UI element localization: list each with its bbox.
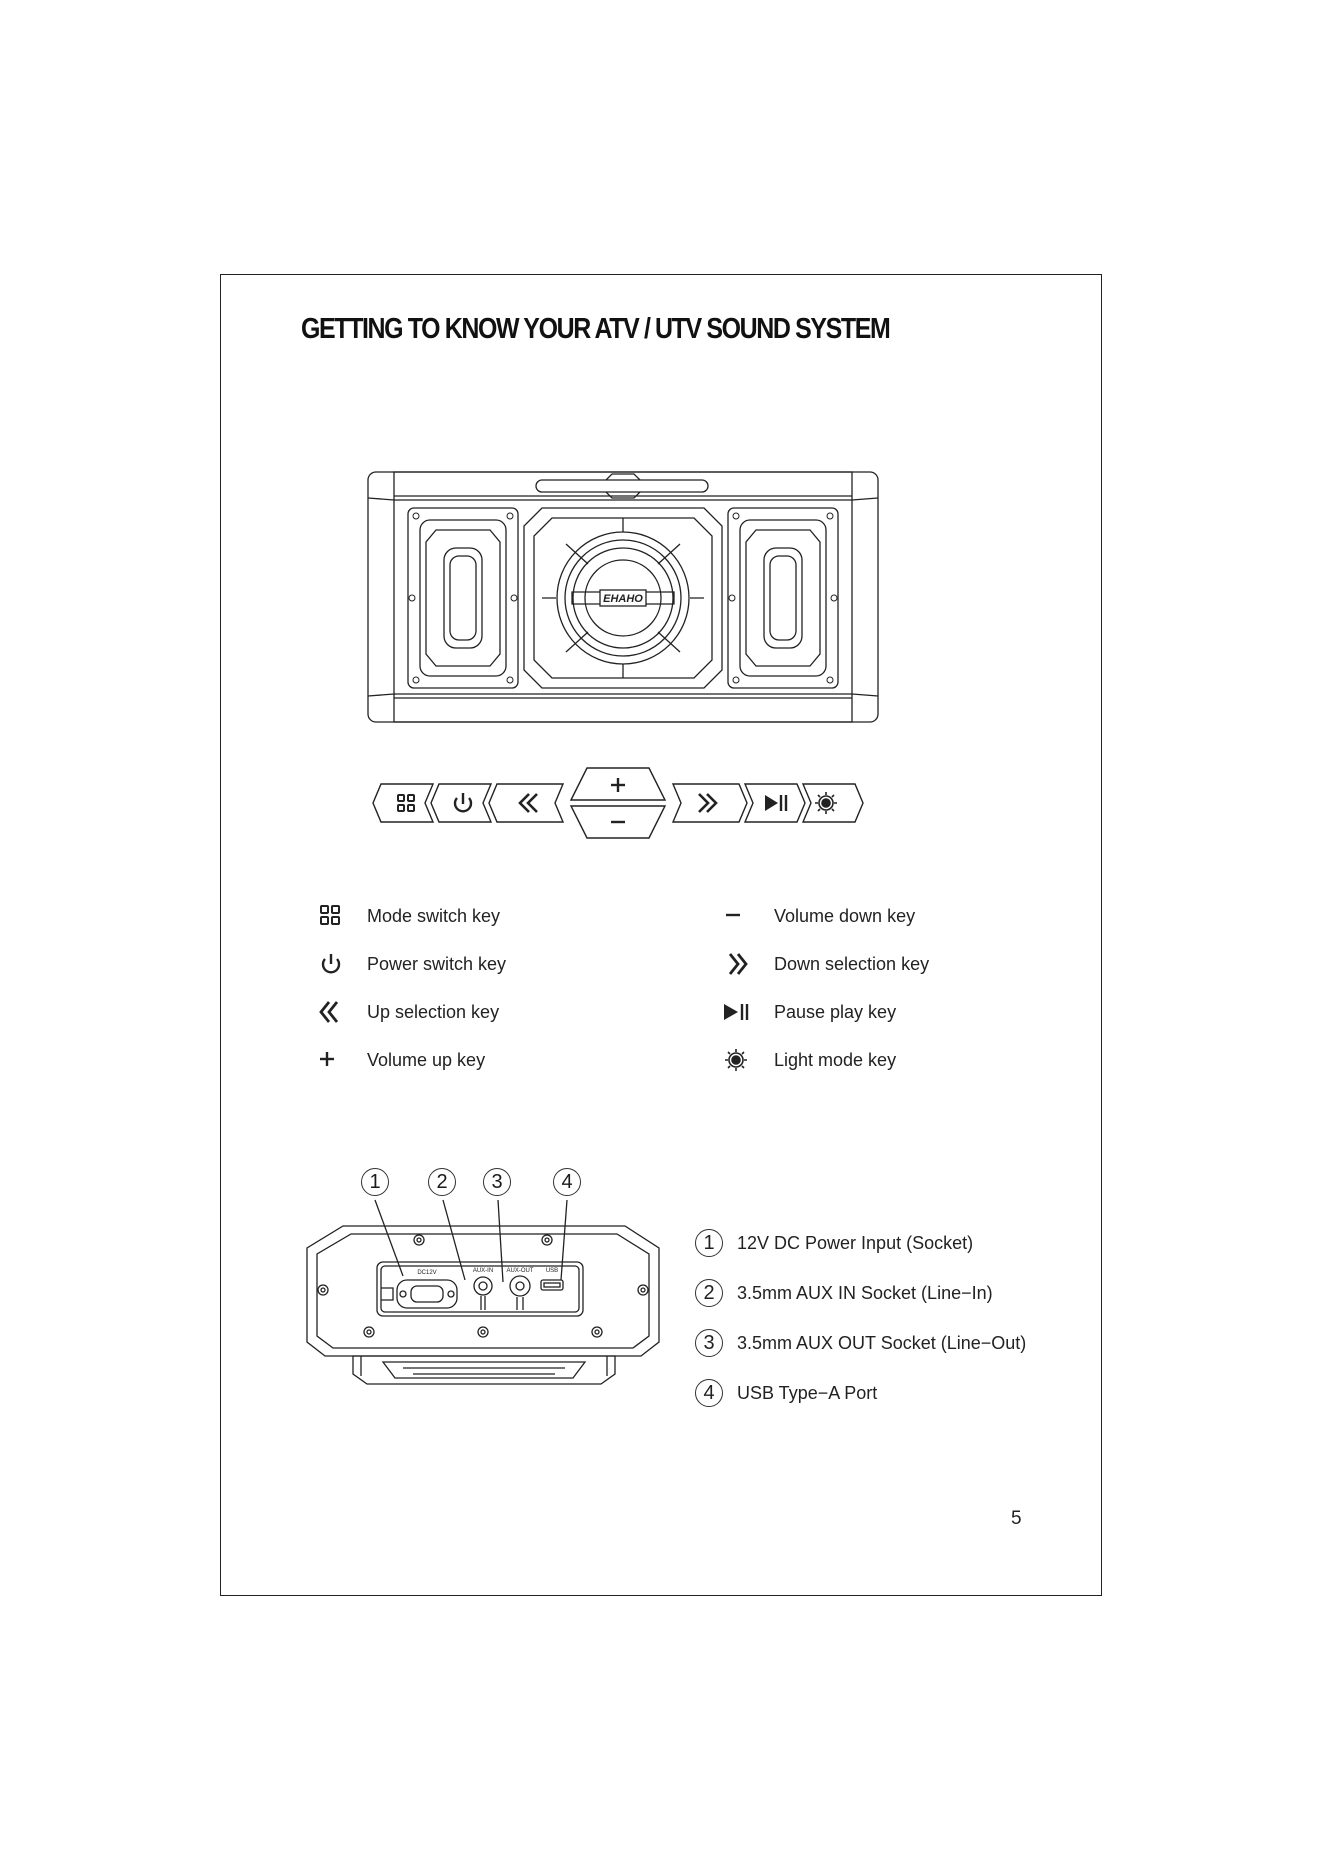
- key-label: Mode switch key: [367, 905, 501, 926]
- port-number: 1: [695, 1229, 723, 1257]
- callout-1: 1: [361, 1168, 389, 1196]
- double-chevron-right-icon: [728, 953, 748, 975]
- page-frame: [220, 274, 1102, 1596]
- strip-next-icon[interactable]: [698, 793, 718, 813]
- port-legend-2: 2 3.5mm AUX IN Socket (Line−In): [695, 1279, 993, 1307]
- strip-power-icon[interactable]: [453, 793, 473, 813]
- callout-2: 2: [428, 1168, 456, 1196]
- key-legend-down-selection: Down selection key: [724, 950, 929, 978]
- key-label: Down selection key: [774, 953, 930, 974]
- port-label: 12V DC Power Input (Socket): [737, 1232, 974, 1253]
- port-label: 3.5mm AUX IN Socket (Line−In): [737, 1282, 993, 1303]
- port-number: 2: [695, 1279, 723, 1307]
- port-number: 3: [695, 1329, 723, 1357]
- key-label: Volume down key: [774, 905, 916, 926]
- minus-icon: [726, 913, 740, 917]
- page-number: 5: [1011, 1508, 1022, 1529]
- double-chevron-left-icon: [319, 1001, 339, 1023]
- key-label: Up selection key: [367, 1001, 500, 1022]
- page-title: GETTING TO KNOW YOUR ATV / UTV SOUND SYS…: [301, 313, 891, 345]
- key-legend-power: Power switch key: [317, 950, 506, 978]
- rear-panel-illustration: DC12V AUX-IN AUX-OUT USB: [306, 1199, 660, 1385]
- strip-prev-icon[interactable]: [518, 793, 538, 813]
- port-label: 3.5mm AUX OUT Socket (Line−Out): [737, 1332, 1027, 1353]
- play-pause-icon: [724, 1004, 749, 1020]
- key-legend-light-mode: Light mode key: [724, 1046, 896, 1074]
- speaker-front-illustration: EHAHO: [367, 471, 879, 723]
- strip-play-pause-icon[interactable]: [765, 795, 788, 811]
- strip-volume-up-icon[interactable]: [611, 778, 625, 792]
- port-legend-1: 1 12V DC Power Input (Socket): [695, 1229, 973, 1257]
- key-label: Light mode key: [774, 1049, 897, 1070]
- port-number: 4: [695, 1379, 723, 1407]
- control-key-strip: [372, 767, 864, 839]
- speaker-logo: EHAHO: [603, 593, 643, 605]
- key-label: Volume up key: [367, 1049, 486, 1070]
- callout-3: 3: [483, 1168, 511, 1196]
- key-legend-up-selection: Up selection key: [317, 998, 499, 1026]
- panel-label-dc: DC12V: [417, 1270, 436, 1276]
- light-mode-icon: [725, 1049, 747, 1071]
- panel-label-usb: USB: [546, 1268, 558, 1274]
- key-legend-volume-up: Volume up key: [317, 1046, 485, 1074]
- mode-switch-icon: [320, 905, 340, 925]
- key-label: Pause play key: [774, 1001, 897, 1022]
- strip-light-icon[interactable]: [815, 792, 837, 814]
- port-label: USB Type−A Port: [737, 1382, 878, 1403]
- port-legend-4: 4 USB Type−A Port: [695, 1379, 877, 1407]
- plus-icon: [320, 1052, 334, 1066]
- strip-mode-icon[interactable]: [397, 794, 415, 812]
- key-legend-mode: Mode switch key: [317, 902, 500, 930]
- panel-label-aux-in: AUX-IN: [473, 1268, 493, 1274]
- callout-4: 4: [553, 1168, 581, 1196]
- key-legend-pause-play: Pause play key: [724, 998, 896, 1026]
- key-legend-volume-down: Volume down key: [724, 902, 915, 930]
- key-label: Power switch key: [367, 953, 507, 974]
- panel-label-aux-out: AUX-OUT: [507, 1268, 534, 1274]
- power-icon: [321, 954, 341, 974]
- port-legend-3: 3 3.5mm AUX OUT Socket (Line−Out): [695, 1329, 1026, 1357]
